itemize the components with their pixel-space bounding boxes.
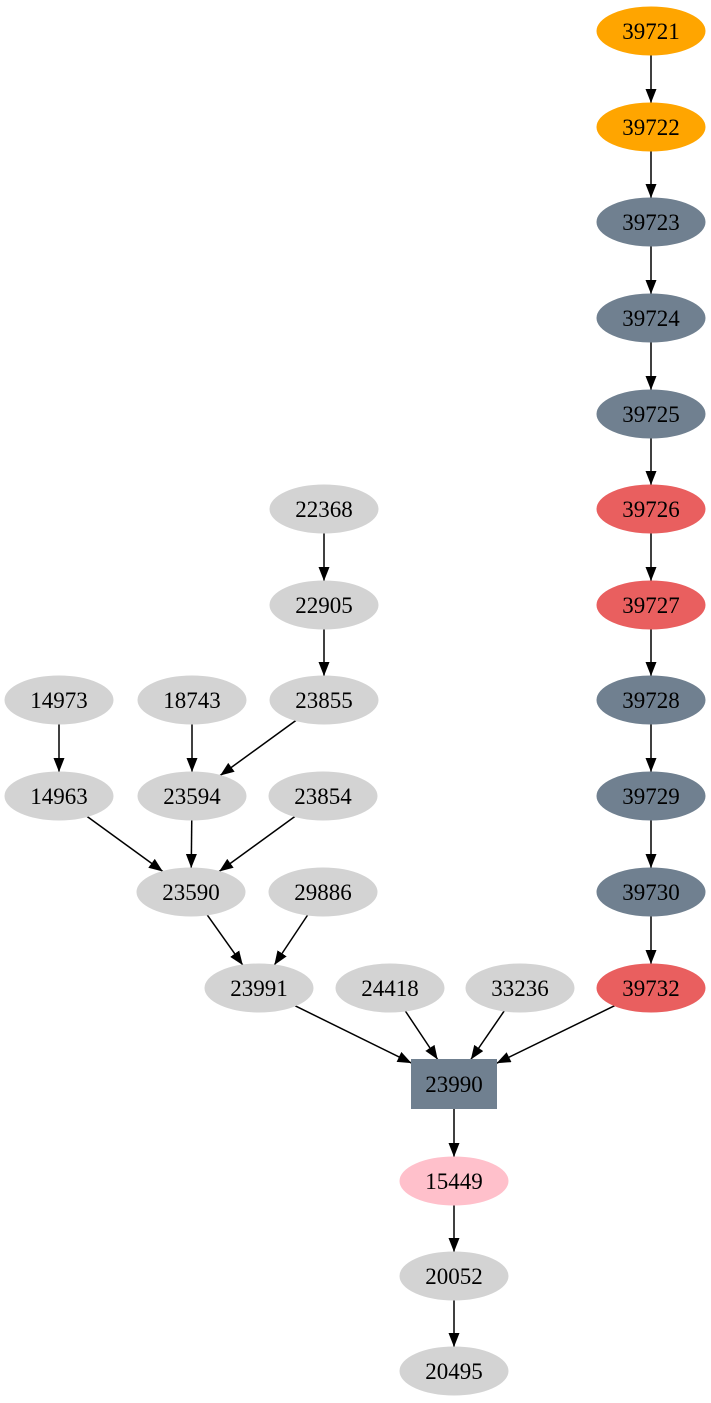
node-shape-ellipse [596, 484, 706, 534]
node-14963: 14963 [4, 771, 114, 821]
node-shape-ellipse [399, 1156, 509, 1206]
node-shape-ellipse [4, 675, 114, 725]
node-20052: 20052 [399, 1251, 509, 1301]
node-shape-ellipse [136, 867, 246, 917]
node-23590: 23590 [136, 867, 246, 917]
node-shape-ellipse [137, 675, 247, 725]
node-shape-ellipse [596, 293, 706, 343]
node-23594: 23594 [137, 771, 247, 821]
edge-29886-23991 [273, 914, 309, 966]
node-shape-ellipse [596, 197, 706, 247]
node-39721: 39721 [596, 6, 706, 56]
edge-23991-23990 [294, 1005, 412, 1064]
node-shape-ellipse [596, 771, 706, 821]
node-39723: 39723 [596, 197, 706, 247]
node-23854: 23854 [268, 771, 378, 821]
node-39722: 39722 [596, 102, 706, 152]
node-shape-ellipse [596, 102, 706, 152]
node-39732: 39732 [596, 963, 706, 1013]
node-18743: 18743 [137, 675, 247, 725]
node-29886: 29886 [268, 867, 378, 917]
node-shape-ellipse [596, 675, 706, 725]
node-15449: 15449 [399, 1156, 509, 1206]
edges-layer [53, 55, 657, 1347]
node-24418: 24418 [335, 963, 445, 1013]
node-14973: 14973 [4, 675, 114, 725]
node-shape-ellipse [4, 771, 114, 821]
node-shape-ellipse [596, 580, 706, 630]
node-20495: 20495 [399, 1346, 509, 1396]
node-shape-ellipse [137, 771, 247, 821]
node-39727: 39727 [596, 580, 706, 630]
node-shape-ellipse [269, 484, 379, 534]
edge-33236-23990 [470, 1010, 505, 1060]
node-33236: 33236 [465, 963, 575, 1013]
nodes-layer: 39721 39722 39723 39724 39725 39726 39727 39728… [4, 6, 706, 1396]
edge-23594-23590 [185, 819, 197, 869]
node-shape-ellipse [596, 389, 706, 439]
node-shape-ellipse [204, 963, 314, 1013]
node-23991: 23991 [204, 963, 314, 1013]
node-39726: 39726 [596, 484, 706, 534]
node-39725: 39725 [596, 389, 706, 439]
node-shape-ellipse [596, 6, 706, 56]
edge-23855-23594 [219, 719, 297, 777]
node-shape-ellipse [596, 867, 706, 917]
node-shape-ellipse [269, 580, 379, 630]
node-39728: 39728 [596, 675, 706, 725]
node-shape-ellipse [399, 1346, 509, 1396]
node-shape-ellipse [268, 771, 378, 821]
node-22905: 22905 [269, 580, 379, 630]
node-39729: 39729 [596, 771, 706, 821]
node-shape-ellipse [399, 1251, 509, 1301]
node-shape-ellipse [465, 963, 575, 1013]
node-shape-ellipse [335, 963, 445, 1013]
node-shape-ellipse [269, 675, 379, 725]
node-39730: 39730 [596, 867, 706, 917]
edge-24418-23990 [404, 1010, 439, 1060]
edge-14963-23590 [86, 815, 164, 873]
node-22368: 22368 [269, 484, 379, 534]
node-23855: 23855 [269, 675, 379, 725]
node-shape-rect [411, 1059, 497, 1109]
node-shape-ellipse [268, 867, 378, 917]
edge-23854-23590 [218, 815, 296, 873]
edge-23590-23991 [206, 914, 244, 966]
node-shape-ellipse [596, 963, 706, 1013]
edge-39732-23990 [496, 1005, 615, 1064]
node-23990: 23990 [411, 1059, 497, 1109]
node-39724: 39724 [596, 293, 706, 343]
